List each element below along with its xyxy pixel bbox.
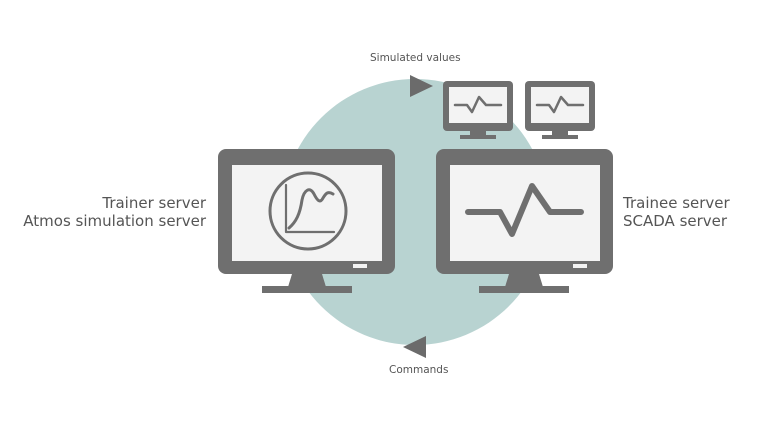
commands-arrow-icon (403, 336, 426, 358)
trainee-server-label: Trainee server SCADA server (623, 194, 730, 230)
trainee-server-line1: Trainee server (623, 194, 730, 212)
trainee-monitor (436, 149, 613, 293)
pulse-waveform-icon (465, 183, 584, 237)
trainee-server-line2: SCADA server (623, 212, 728, 230)
simulated-values-label: Simulated values (370, 52, 461, 64)
simulated-values-arrow-icon (410, 75, 433, 97)
small-monitor-right (525, 81, 595, 139)
trainer-monitor (218, 149, 395, 293)
trainer-server-label: Trainer server Atmos simulation server (23, 194, 206, 230)
cycle-circle (282, 79, 548, 345)
trainer-server-line1: Trainer server (102, 194, 206, 212)
graph-chart-icon (268, 171, 348, 251)
trainer-server-line2: Atmos simulation server (23, 212, 206, 230)
small-monitor-left (443, 81, 513, 139)
commands-label: Commands (389, 364, 449, 376)
